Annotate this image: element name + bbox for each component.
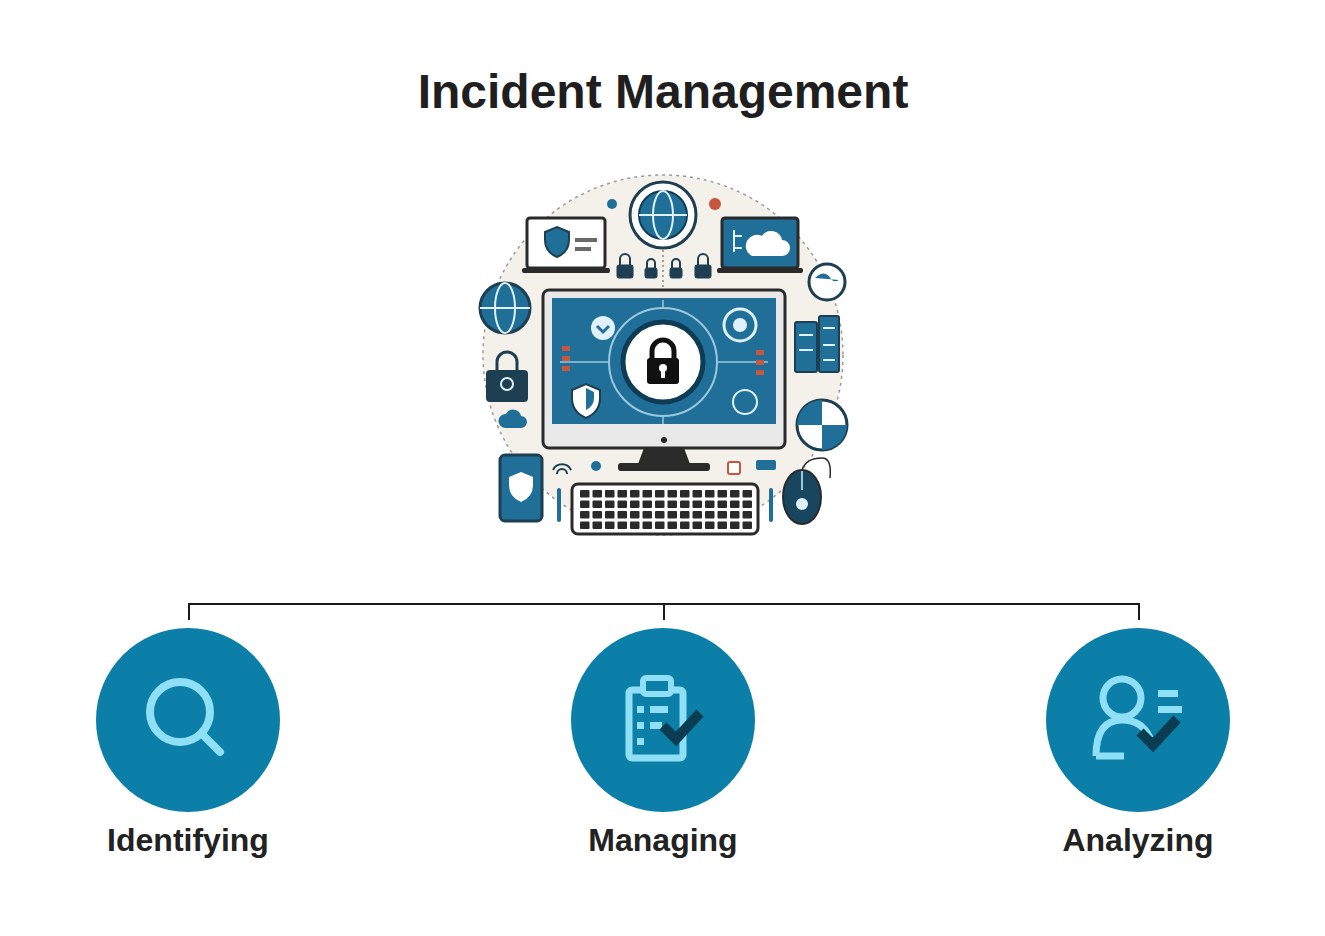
circle-icon <box>571 628 755 812</box>
keyboard-key <box>605 511 615 519</box>
keyboard-key <box>693 522 703 530</box>
keyboard-key <box>705 522 715 530</box>
step-circle: Analyzing <box>1042 628 1234 858</box>
keyboard-key <box>630 501 640 509</box>
keyboard-key <box>605 522 615 530</box>
keyboard-key <box>593 501 603 509</box>
keyboard-key <box>593 511 603 519</box>
keyboard-key <box>630 511 640 519</box>
keyboard-key <box>743 501 753 509</box>
circle-icon <box>1046 628 1230 812</box>
keyboard-key <box>580 511 590 519</box>
keyboard-key <box>618 511 628 519</box>
keyboard-key <box>730 522 740 530</box>
circle-icon <box>96 628 280 812</box>
keyboard-key <box>718 501 728 509</box>
keyboard-key <box>593 522 603 530</box>
keyboard-key <box>668 522 678 530</box>
keyboard-key <box>730 511 740 519</box>
keyboard-key <box>593 490 603 498</box>
keyboard-key <box>655 490 665 498</box>
keyboard-key <box>743 511 753 519</box>
keyboard-key <box>668 511 678 519</box>
keyboard-key <box>705 501 715 509</box>
keyboard-key <box>605 490 615 498</box>
keyboard-key <box>655 501 665 509</box>
keyboard-key <box>680 490 690 498</box>
keyboard-key <box>643 511 653 519</box>
keyboard-key <box>705 490 715 498</box>
keyboard-key <box>693 490 703 498</box>
step-circle: Identifying <box>92 628 284 858</box>
keyboard-key <box>580 490 590 498</box>
keyboard-key <box>693 511 703 519</box>
keyboard-key <box>668 501 678 509</box>
keyboard-key <box>743 522 753 530</box>
keyboard-key <box>718 490 728 498</box>
step-label: Managing <box>567 822 759 858</box>
keyboard-key <box>680 501 690 509</box>
keyboard-key <box>730 501 740 509</box>
diagram-title: Incident Management <box>418 64 909 120</box>
keyboard-key <box>643 490 653 498</box>
keyboard-key <box>655 522 665 530</box>
keyboard-key <box>668 490 678 498</box>
step-circle: Managing <box>567 628 759 858</box>
keyboard-key <box>680 522 690 530</box>
keyboard-key <box>643 522 653 530</box>
keyboard-key <box>718 511 728 519</box>
step-label: Identifying <box>92 822 284 858</box>
keyboard-key <box>618 490 628 498</box>
keyboard-key <box>730 490 740 498</box>
keyboard-key <box>680 511 690 519</box>
keyboard-key <box>693 501 703 509</box>
security-illustration <box>480 175 847 535</box>
keyboard-key <box>630 490 640 498</box>
keyboard-key <box>605 501 615 509</box>
keyboard-key <box>580 501 590 509</box>
keyboard-key <box>618 501 628 509</box>
keyboard-key <box>580 522 590 530</box>
step-label: Analyzing <box>1042 822 1234 858</box>
keyboard-key <box>618 522 628 530</box>
keyboard-key <box>743 490 753 498</box>
tree-bracket <box>189 604 1139 620</box>
keyboard-key <box>643 501 653 509</box>
keyboard-key <box>655 511 665 519</box>
keyboard-key <box>705 511 715 519</box>
keyboard-key <box>718 522 728 530</box>
keyboard-key <box>630 522 640 530</box>
